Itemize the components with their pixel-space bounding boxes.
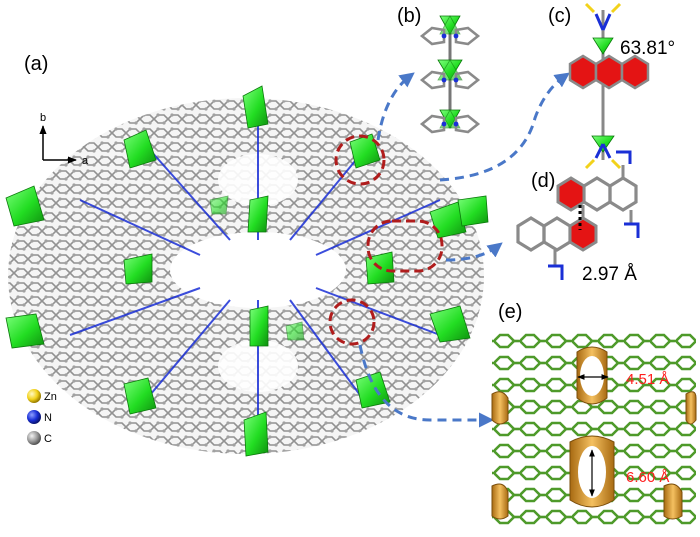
- pore-height-label: 6.60 Å: [626, 469, 669, 486]
- stacking-distance-label: 2.97 Å: [582, 264, 637, 285]
- axes-indicator: b a: [39, 112, 89, 167]
- pi-stacking-pair: [516, 150, 640, 280]
- axis-label-a: a: [82, 155, 89, 167]
- legend-zn-ball: [27, 389, 41, 403]
- panel-label-d: (d): [531, 170, 555, 192]
- panel-label-a: (a): [24, 53, 48, 75]
- legend-c-ball: [27, 431, 41, 445]
- panel-label-b: (b): [397, 5, 421, 27]
- callout-circle-bottom: [328, 298, 376, 346]
- torsion-angle-label: 63.81°: [620, 38, 675, 59]
- arrow-to-c: [439, 72, 570, 182]
- legend-label-c: C: [44, 433, 52, 445]
- legend-n-ball: [27, 410, 41, 424]
- linkage-chain: [419, 15, 481, 134]
- panel-label-c: (c): [548, 5, 571, 27]
- pore-width-label: 4.51 Å: [626, 371, 669, 388]
- arrow-to-b: [376, 72, 415, 141]
- legend-label-n: N: [44, 412, 52, 424]
- axis-label-b: b: [40, 112, 46, 124]
- arrow-to-d: [445, 242, 503, 262]
- callout-circle-top: [334, 134, 386, 186]
- arrow-to-e: [358, 344, 494, 428]
- panel-label-e: (e): [498, 301, 522, 323]
- legend-label-zn: Zn: [44, 391, 57, 403]
- element-legend: Zn N C: [27, 389, 57, 445]
- pore-structure: [491, 327, 697, 531]
- anthracene-ligand: [568, 2, 650, 170]
- callout-ellipse-middle: [366, 219, 444, 273]
